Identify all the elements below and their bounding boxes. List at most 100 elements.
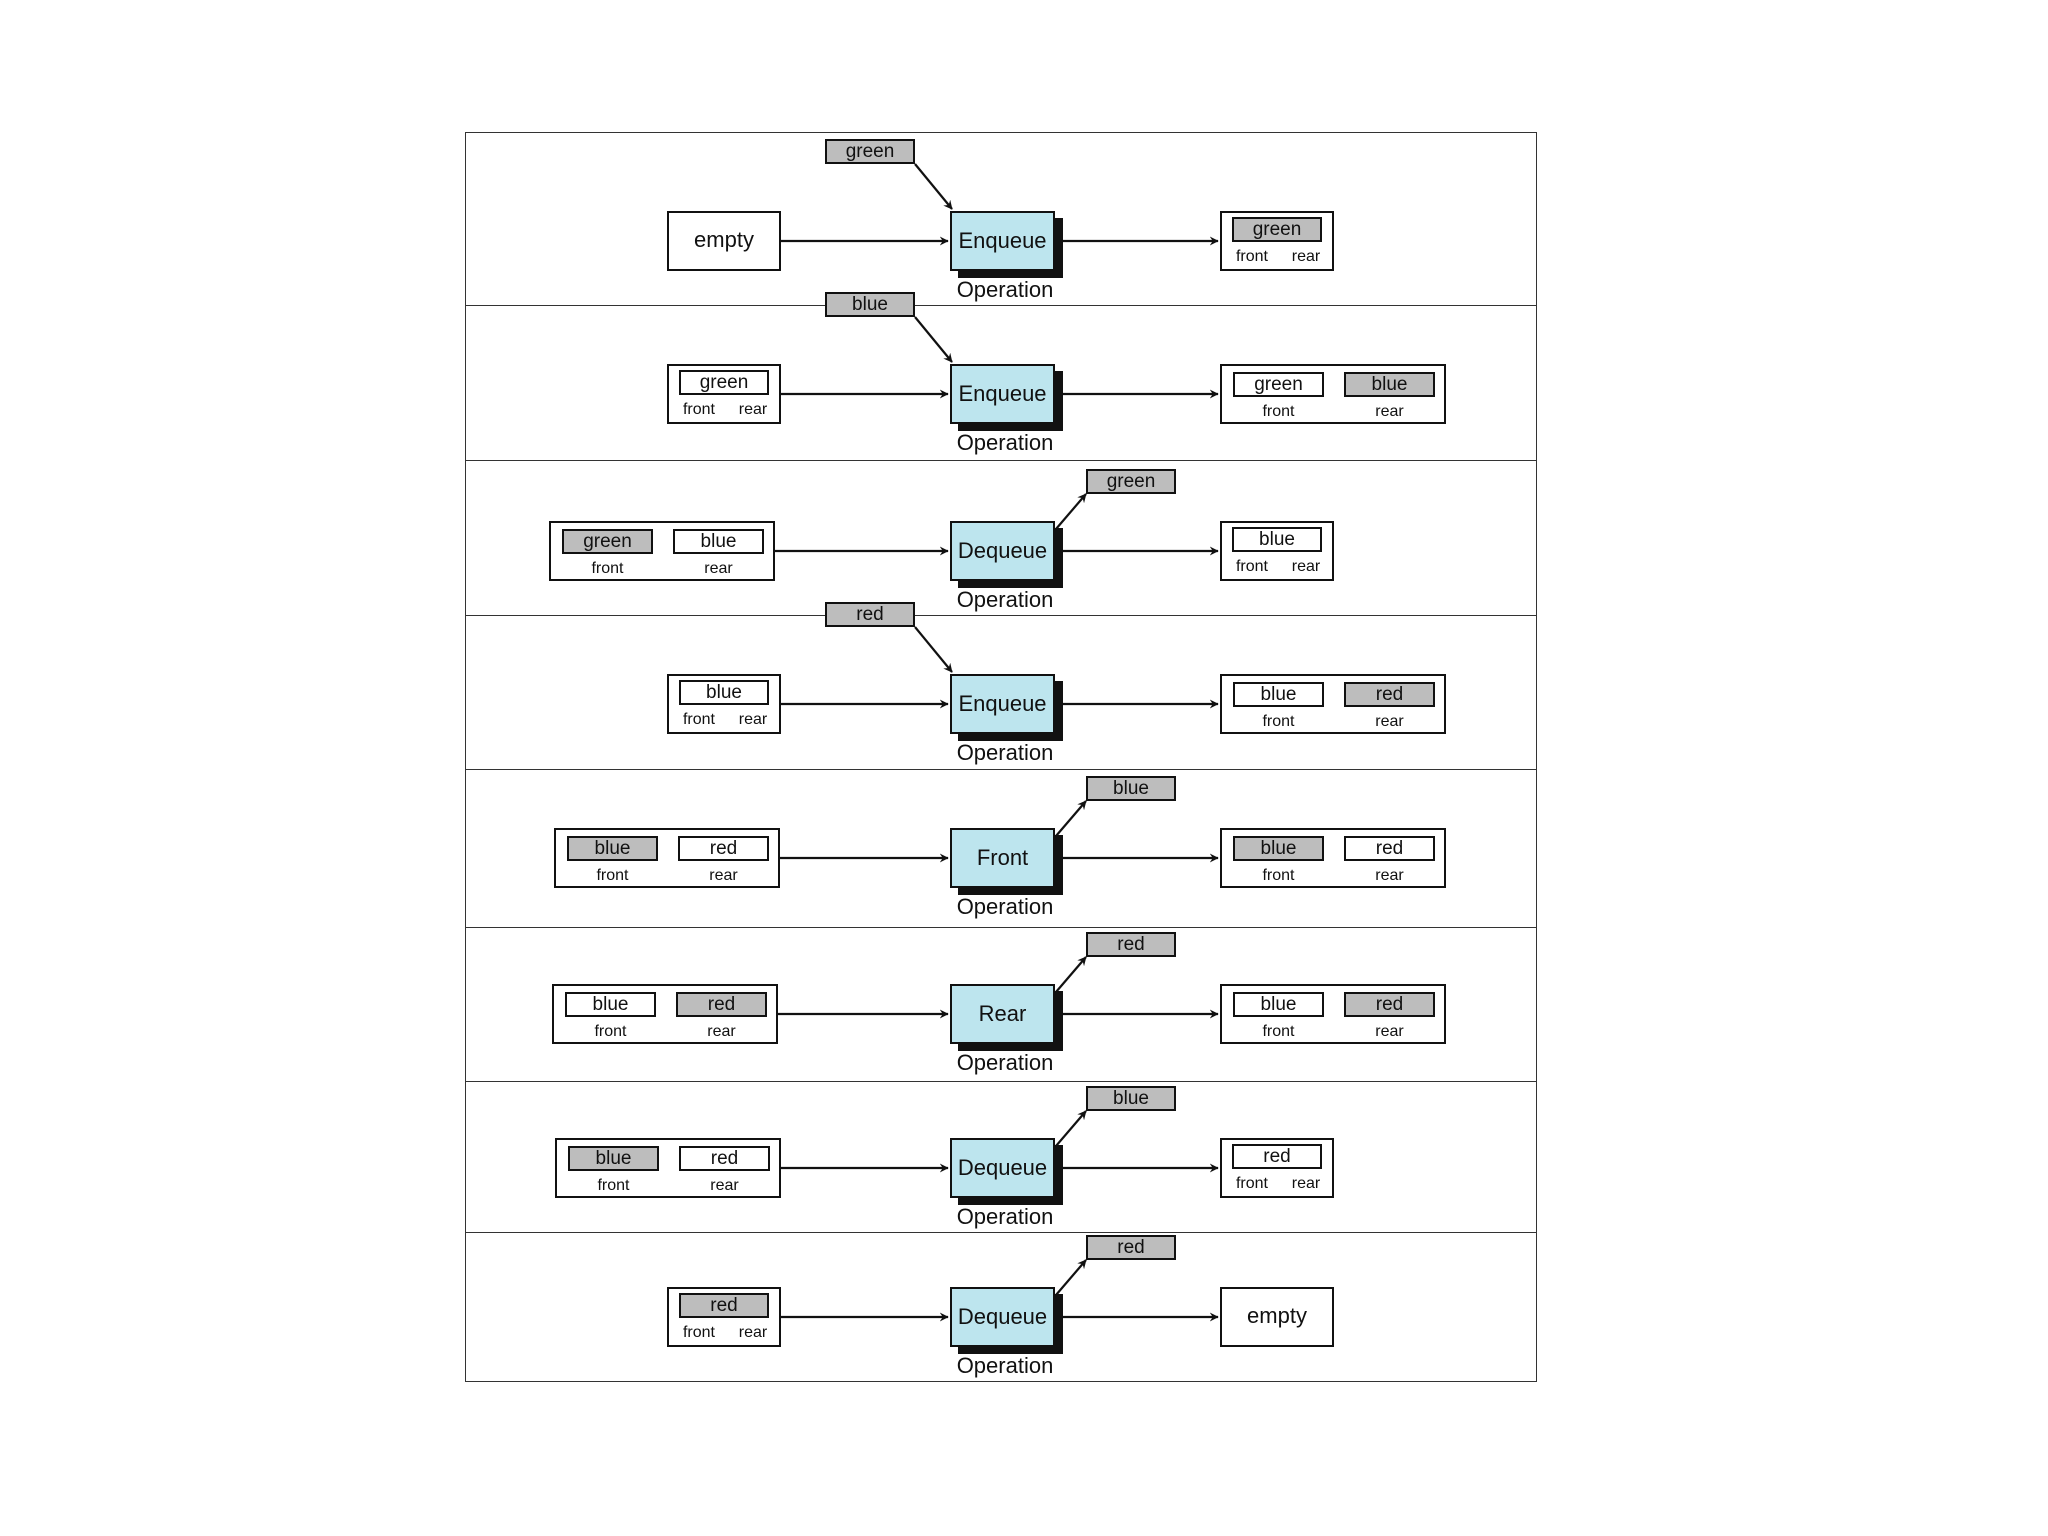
queue-element: green [679, 370, 769, 395]
queue-element-rear: red [676, 992, 767, 1017]
output-queue-empty: empty [1220, 1287, 1334, 1347]
rear-label: rear [1291, 1175, 1321, 1192]
rear-label: rear [710, 1177, 739, 1194]
operation-box-enqueue: Enqueue [950, 211, 1055, 271]
rear-label: rear [738, 711, 768, 728]
operation-box-enqueue: Enqueue [950, 364, 1055, 424]
queue-element-front: blue [567, 836, 658, 861]
operation-label: Operation [956, 740, 1054, 765]
input-queue-box: green front rear [667, 364, 781, 424]
queue-element-front: blue [568, 1146, 659, 1171]
tag-out-arrow [1055, 1110, 1087, 1147]
tag-out-arrow [1055, 956, 1087, 993]
front-label: front [1235, 558, 1268, 575]
queue-element-rear: red [1344, 836, 1435, 861]
operation-box-rear: Rear [950, 984, 1055, 1044]
front-label: front [1235, 248, 1268, 265]
input-queue-box: green blue front rear [549, 521, 775, 581]
empty-label: empty [1247, 1303, 1307, 1328]
flow-arrows [780, 800, 1219, 863]
empty-label: empty [694, 227, 754, 252]
flow-arrows [781, 626, 1219, 709]
front-label: front [1262, 1023, 1295, 1040]
queue-element-front: green [562, 529, 653, 554]
value-tag: red [825, 602, 915, 627]
value-tag: blue [825, 292, 915, 317]
operation-box-dequeue: Dequeue [950, 521, 1055, 581]
front-label: front [591, 560, 624, 577]
operation-label: Operation [956, 1204, 1054, 1229]
queue-element-rear: red [1344, 992, 1435, 1017]
front-label: front [1262, 403, 1295, 420]
queue-element: green [1232, 217, 1322, 242]
queue-element-rear: red [1344, 682, 1435, 707]
output-queue-box: green front rear [1220, 211, 1334, 271]
queue-element: red [679, 1293, 769, 1318]
queue-element-front: blue [1233, 682, 1324, 707]
value-tag: red [1086, 932, 1176, 957]
flow-arrows [781, 316, 1219, 399]
front-label: front [596, 867, 629, 884]
flow-arrows [781, 163, 1219, 246]
queue-element: red [1232, 1144, 1322, 1169]
value-tag: red [1086, 1235, 1176, 1260]
front-label: front [597, 1177, 630, 1194]
rear-label: rear [738, 1324, 768, 1341]
rear-label: rear [1375, 867, 1404, 884]
front-label: front [594, 1023, 627, 1040]
rear-label: rear [1291, 558, 1321, 575]
tag-in-arrow [914, 163, 953, 210]
operation-label: Operation [956, 430, 1054, 455]
queue-element-rear: blue [673, 529, 764, 554]
flow-arrows [775, 493, 1219, 556]
operation-label: Operation [956, 1353, 1054, 1378]
operation-label: Operation [956, 587, 1054, 612]
queue-element-front: blue [1233, 992, 1324, 1017]
front-label: front [682, 1324, 715, 1341]
queue-element-rear: red [678, 836, 769, 861]
front-label: front [1262, 867, 1295, 884]
tag-in-arrow [914, 316, 953, 363]
front-label: front [682, 711, 715, 728]
flow-arrows [781, 1110, 1219, 1173]
operation-label: Operation [956, 1050, 1054, 1075]
input-queue-box: blue front rear [667, 674, 781, 734]
value-tag: green [1086, 469, 1176, 494]
rear-label: rear [707, 1023, 736, 1040]
rear-label: rear [1291, 248, 1321, 265]
tag-out-arrow [1055, 1259, 1087, 1296]
operation-box-enqueue: Enqueue [950, 674, 1055, 734]
input-queue-box: red front rear [667, 1287, 781, 1347]
rear-label: rear [738, 401, 768, 418]
queue-element: blue [679, 680, 769, 705]
queue-element-rear: blue [1344, 372, 1435, 397]
queue-element-rear: red [679, 1146, 770, 1171]
front-label: front [682, 401, 715, 418]
rear-label: rear [1375, 713, 1404, 730]
operation-label: Operation [956, 894, 1054, 919]
flow-arrows [781, 1259, 1219, 1322]
tag-in-arrow [914, 626, 953, 673]
operation-label: Operation [956, 277, 1054, 302]
rear-label: rear [1375, 1023, 1404, 1040]
rear-label: rear [704, 560, 733, 577]
value-tag: blue [1086, 1086, 1176, 1111]
